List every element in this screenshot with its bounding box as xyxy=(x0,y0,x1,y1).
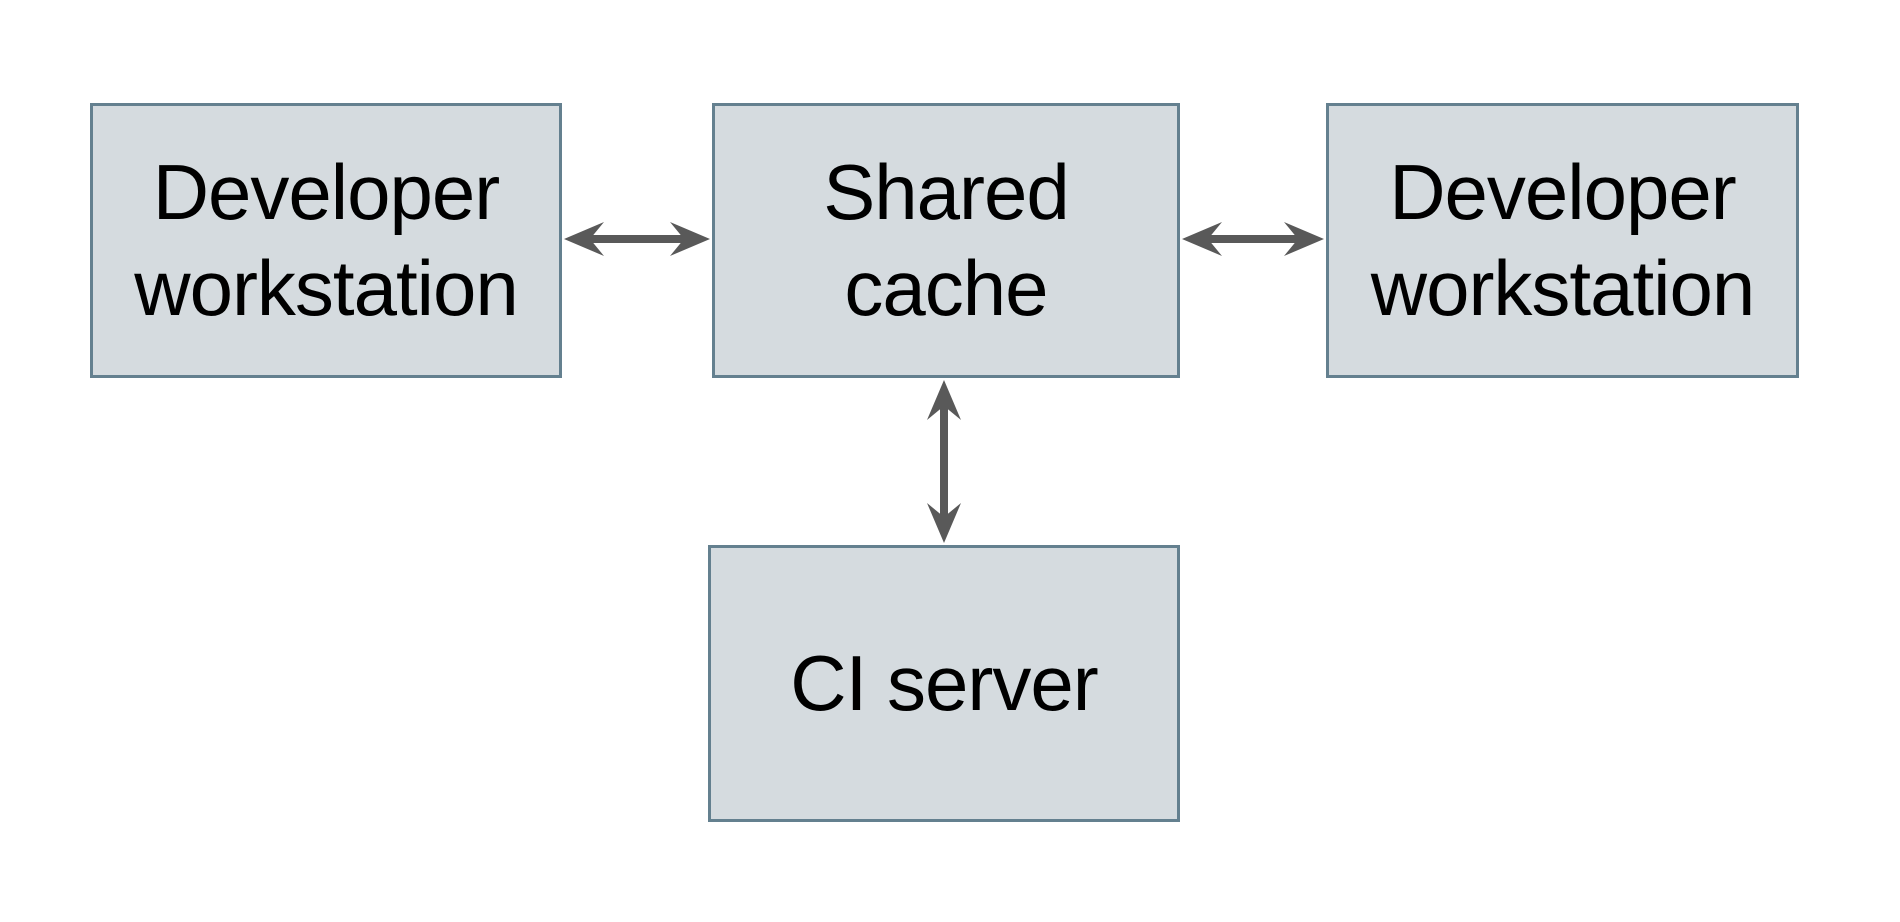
arrowhead xyxy=(927,503,961,543)
bidirectional-arrow-dev-left--shared-cache xyxy=(564,222,710,256)
arrowhead xyxy=(1182,222,1222,256)
bidirectional-arrow-shared-cache--dev-right xyxy=(1182,222,1324,256)
arrowhead xyxy=(564,222,604,256)
node-label-ci-server: CI server xyxy=(790,638,1098,727)
arrowhead xyxy=(927,380,961,420)
arrowhead xyxy=(1284,222,1324,256)
node-ci-server: CI server xyxy=(708,545,1180,822)
bidirectional-arrow-shared-cache--ci-server xyxy=(927,380,961,543)
arrowhead xyxy=(670,222,710,256)
